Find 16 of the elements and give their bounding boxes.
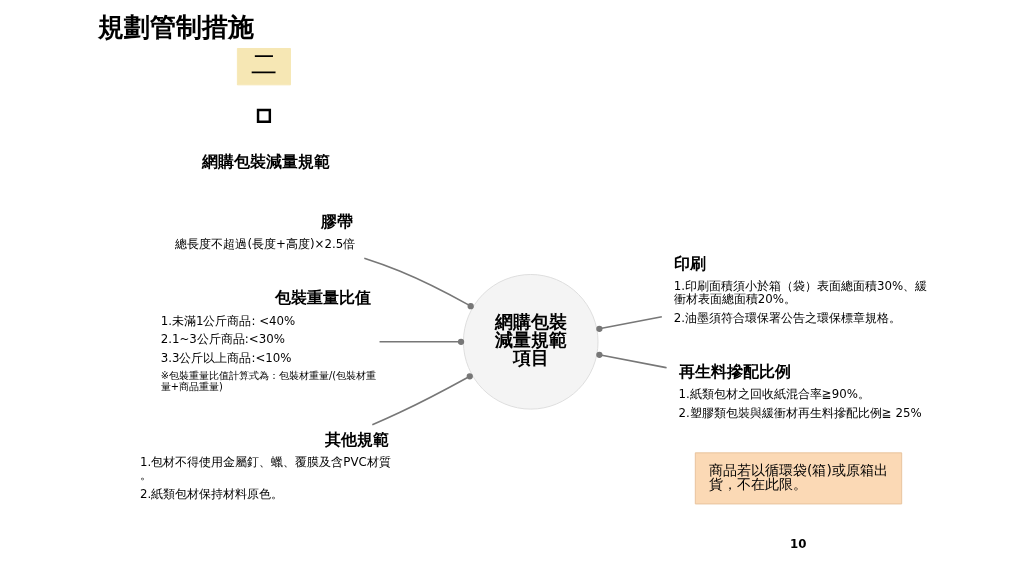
node-circle: 網購包裝減量規範項目 — [462, 274, 598, 410]
label: 二 — [250, 48, 277, 79]
label: 網購包裝減量規範 — [201, 151, 330, 171]
node-text: 印刷 1.印刷面積須小於箱（袋）表面總面積30%、緩衝材表面總面積20%。 2.油墨須符合環保署公告之環保標章規格。 — [673, 253, 927, 325]
node-box: 商品若以循環袋(箱)或原箱出貨，不在此限。 — [694, 452, 902, 505]
node-text: 包裝重量比值 1.未滿1公斤商品: <40% 2.1~3公斤商品:<30% 3.3公斤以上商品:<10% ※包裝重量比值計算式為：包裝材重量/(包裝材重量+商品重量) — [160, 288, 376, 392]
connector — [378, 338, 464, 345]
label: 10 — [789, 537, 807, 552]
connector — [363, 257, 474, 310]
connector — [371, 373, 473, 426]
node-text: 再生料摻配比例 1.紙類包材之回收紙混合率≧90%。 2.塑膠類包裝與緩衝材再生料摻配比例≧ 25% — [678, 361, 922, 421]
node-text: 膠帶 總長度不超過(長度+高度)×2.5倍 — [175, 211, 355, 252]
connector — [595, 316, 663, 332]
connector — [595, 351, 667, 369]
node-text: 其他規範 1.包材不得使用金屬釘、蠟、覆膜及含PVC材質。 2.紙類包材保持材料原色。 — [139, 429, 391, 501]
diagram-title: 規劃管制措施 — [97, 11, 254, 42]
